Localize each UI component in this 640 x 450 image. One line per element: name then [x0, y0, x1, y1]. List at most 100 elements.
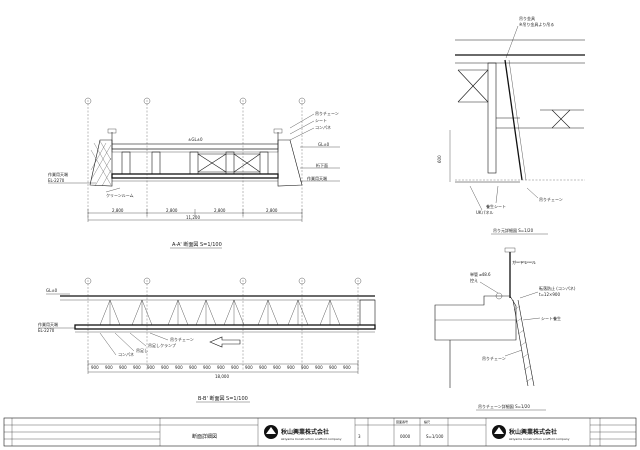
- leader-line: [289, 120, 315, 135]
- dim-bb: 900: [217, 365, 225, 370]
- detail-band-hatch: [513, 305, 533, 383]
- label-bolt-bottom: 控え: [470, 277, 478, 283]
- dim-bb: 900: [315, 365, 323, 370]
- label-panel: コンパネ: [315, 124, 331, 130]
- grid-bubble: [239, 97, 247, 105]
- scale-value: S=1/100: [426, 434, 444, 439]
- dim-bb: 900: [119, 365, 127, 370]
- detail-bottom-view: ガードレール 単管 ⌀48.6 控え 転落防止 (コンパネ) t=12×900 …: [434, 247, 576, 411]
- leader-line: [495, 185, 499, 204]
- dim-bb: 900: [329, 365, 337, 370]
- deck-slab: [111, 143, 279, 150]
- leader-line: [519, 291, 539, 299]
- company-name-2: 秋山興業株式会社: [509, 428, 557, 436]
- dim-bb: 900: [273, 365, 281, 370]
- leader-line: [149, 332, 169, 341]
- grid-bubble: [143, 97, 151, 105]
- dim-aa-4: 2,800: [266, 208, 278, 213]
- grid-bubble: [298, 277, 306, 285]
- dim-bb-total: 18,000: [215, 374, 229, 379]
- detail-top-view: 600 吊り金具 ※吊り金具より吊る 吊りチェーン 養生シート UKパネル 吊り…: [437, 15, 585, 235]
- dim-bb: 900: [343, 365, 351, 370]
- label-attach-bottom: ※吊り金具より吊る: [519, 21, 554, 27]
- dim-bb: 900: [189, 365, 197, 370]
- detail-truss: [457, 69, 584, 129]
- label-detail-chain: 吊りチェーン: [539, 196, 563, 202]
- girder-trusses: [121, 151, 269, 175]
- detail-chain: [504, 59, 523, 181]
- label-plywood-dims: t=12×900: [539, 292, 560, 297]
- label-water-value: EL-2270: [48, 178, 65, 183]
- label-plywood: 転落防止 (コンパネ): [539, 285, 576, 291]
- dim-aa-2: 2,800: [166, 208, 178, 213]
- leader-line: [505, 25, 519, 59]
- leader-line: [289, 113, 315, 129]
- label-chain: 吊りチェーン: [315, 110, 339, 116]
- cl-label: ±GL±0: [188, 137, 203, 142]
- dim-aa-total: 11,200: [186, 215, 200, 220]
- company-logo-mark: [266, 427, 276, 434]
- guardrail-cap: [504, 247, 516, 253]
- leader-line: [289, 127, 315, 141]
- label-detail-sheet: 養生シート: [486, 203, 506, 209]
- leader-line: [526, 187, 539, 199]
- section-bb-view: GL±0 作業用天端 EL-2270 吊りチェーン 吊足しクランプ 吊足し コン…: [38, 277, 376, 403]
- dimension-row-bb: [87, 360, 359, 374]
- dim-bb: 900: [259, 365, 267, 370]
- company-name: 秋山興業株式会社: [281, 428, 329, 436]
- abutment-hatch: [90, 140, 112, 187]
- dim-bb: 900: [161, 365, 169, 370]
- label-sheet-protect: シート養生: [541, 315, 561, 321]
- sheet-no: 3: [358, 434, 361, 439]
- sheet-no-label: 図面番号: [396, 419, 408, 424]
- label-under: 桁下面: [316, 162, 328, 168]
- dim-bb: 900: [133, 365, 141, 370]
- company-name-en: Akiyama Construction scaffold company: [281, 437, 342, 441]
- rail-cap: [107, 128, 117, 134]
- detail-dim-600: 600: [437, 155, 442, 163]
- caption-detail-bottom: 吊りチェーン詳細図 S=1/20: [478, 403, 530, 409]
- dim-aa-3: 2,800: [214, 208, 226, 213]
- label-chain-bottom: 吊りチェーン: [482, 355, 506, 361]
- label-water-level: 作業用天端: [48, 171, 68, 177]
- drawing-title: 断面詳細図: [192, 433, 217, 440]
- rail-cap: [273, 128, 283, 134]
- num-right: 0000: [400, 434, 411, 439]
- grid-bubble: [84, 97, 92, 105]
- bb-hangers: [99, 299, 341, 326]
- bb-label-water-value: EL-2270: [38, 328, 55, 333]
- dim-bb: 900: [245, 365, 253, 370]
- grid-bubble: [84, 277, 92, 285]
- label-work-level: 作業用天端: [307, 175, 327, 181]
- label-attach-top: 吊り金具: [519, 15, 535, 21]
- label-sheet: シート: [315, 118, 327, 123]
- section-aa-view: ±GL±0 吊りチェーン シート コンパネ GL±0 桁下面 作業用天端 作業用…: [48, 97, 340, 249]
- scaffold-platform: [111, 173, 279, 179]
- label-detail-panel: UKパネル: [476, 209, 494, 215]
- dim-bb: 900: [231, 365, 239, 370]
- leader-line: [105, 187, 121, 193]
- leader-line: [129, 332, 147, 347]
- detail-girder-web: [487, 62, 497, 174]
- title-block: 断面詳細図 秋山興業株式会社 Akiyama Construction scaf…: [3, 417, 637, 447]
- detail-slab: [434, 295, 517, 341]
- bb-label-hanging: 吊足し: [136, 348, 148, 353]
- grid-bubble: [143, 277, 151, 285]
- label-clean-room: クリーンルーム: [106, 192, 134, 198]
- dim-bb: 900: [105, 365, 113, 370]
- caption-bb: B-B' 断面図 S=1/100: [198, 395, 248, 402]
- bb-dimension-labels: 900 900 900 900 900 900 900 900 900 900 …: [91, 365, 351, 370]
- caption-aa: A-A' 断面図 S=1/100: [172, 241, 222, 248]
- company-name-en-2: Akiyama Construction scaffold company: [509, 437, 570, 441]
- dim-bb: 900: [203, 365, 211, 370]
- bb-label-panel: コンパネ: [118, 351, 134, 357]
- label-gl-right: GL±0: [318, 142, 330, 147]
- dim-aa-1: 2,800: [112, 208, 124, 213]
- grid-lines-aa: [87, 100, 303, 218]
- grid-bubble: [298, 97, 306, 105]
- leader-line: [114, 332, 135, 352]
- detail-chain-edge: [508, 59, 527, 181]
- company-logo-mark-2: [494, 427, 504, 434]
- grid-bubble: [354, 277, 362, 285]
